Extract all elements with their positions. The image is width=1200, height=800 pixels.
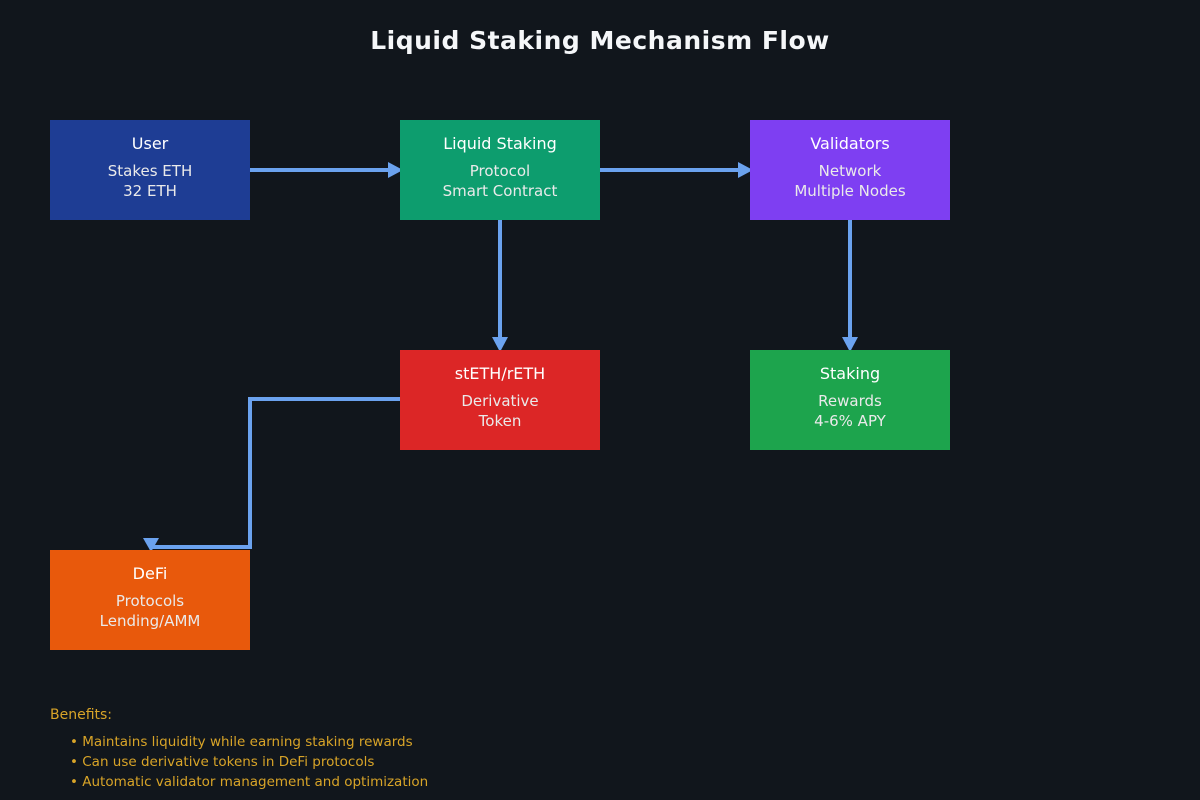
node-user-title: User (131, 134, 169, 153)
arrow-validators-to-rewards (842, 219, 858, 352)
node-user: User Stakes ETH 32 ETH (50, 120, 250, 220)
node-user-line2: 32 ETH (123, 182, 177, 200)
node-protocol-line2: Smart Contract (442, 182, 558, 200)
node-protocol-title: Liquid Staking (443, 134, 557, 153)
node-defi-title: DeFi (132, 564, 168, 583)
node-validators-line2: Multiple Nodes (794, 182, 906, 200)
benefits-heading: Benefits: (50, 707, 113, 723)
arrow-user-to-protocol (250, 162, 403, 178)
benefit-item: • Can use derivative tokens in DeFi prot… (70, 754, 375, 770)
benefits-section: Benefits: • Maintains liquidity while ea… (50, 706, 428, 792)
arrow-protocol-to-derivative (492, 219, 508, 352)
benefit-item: • Maintains liquidity while earning stak… (70, 734, 413, 750)
node-derivative-line2: Token (478, 412, 522, 430)
benefit-item: • Automatic validator management and opt… (70, 774, 429, 790)
node-validators-title: Validators (810, 134, 890, 153)
node-defi-line1: Protocols (115, 592, 185, 610)
node-defi-line2: Lending/AMM (99, 612, 201, 630)
node-liquid-staking-protocol: Liquid Staking Protocol Smart Contract (400, 120, 600, 220)
arrow-protocol-to-validators (600, 162, 753, 178)
arrow-derivative-to-defi (143, 397, 400, 552)
node-validators-network: Validators Network Multiple Nodes (750, 120, 950, 220)
page-title: Liquid Staking Mechanism Flow (370, 26, 830, 55)
node-protocol-line1: Protocol (469, 162, 531, 180)
node-rewards-title: Staking (819, 364, 881, 383)
node-user-line1: Stakes ETH (107, 162, 193, 180)
node-derivative-token: stETH/rETH Derivative Token (400, 350, 600, 450)
benefits-list: • Maintains liquidity while earning stak… (70, 732, 428, 792)
node-rewards-line1: Rewards (818, 392, 882, 410)
node-validators-line1: Network (818, 162, 882, 180)
node-derivative-line1: Derivative (461, 392, 539, 410)
node-defi-protocols: DeFi Protocols Lending/AMM (50, 550, 250, 650)
node-staking-rewards: Staking Rewards 4-6% APY (750, 350, 950, 450)
node-derivative-title: stETH/rETH (454, 364, 546, 383)
node-rewards-line2: 4-6% APY (814, 412, 886, 430)
